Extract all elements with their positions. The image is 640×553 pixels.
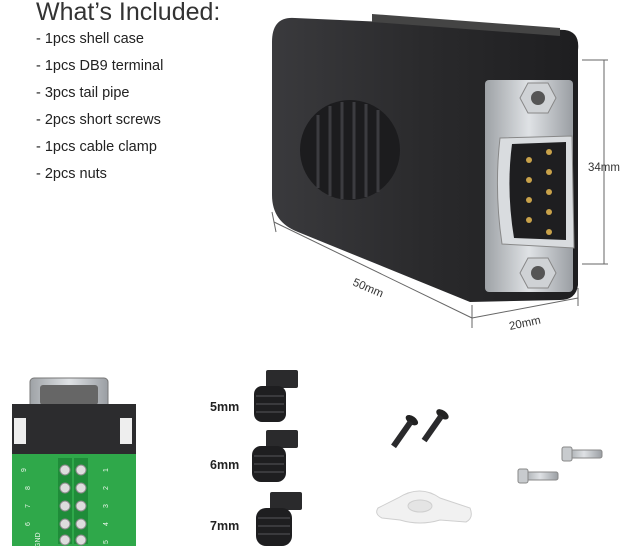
tail-pipe-6mm xyxy=(252,430,298,482)
standoff-top xyxy=(519,82,557,114)
standoff-bottom xyxy=(519,257,557,289)
pin-label: 8 xyxy=(25,486,32,490)
width-dimension-label: 20mm xyxy=(508,315,542,333)
pin-label: GND xyxy=(35,532,42,548)
pin-label: 6 xyxy=(25,522,32,526)
cable-clamp xyxy=(376,490,472,524)
included-items-list: - 1pcs shell case - 1pcs DB9 terminal - … xyxy=(36,26,163,188)
shell-case xyxy=(272,14,579,302)
page-title: What’s Included: xyxy=(36,0,221,26)
pin-label: 2 xyxy=(103,486,110,490)
dimension-lines xyxy=(271,59,608,328)
length-dimension-label: 50mm xyxy=(351,277,385,301)
pin-label: 1 xyxy=(103,468,110,472)
pin-label: 9 xyxy=(21,468,28,472)
tail-pipe-label: 6mm xyxy=(210,458,239,472)
pin-label: 7 xyxy=(25,504,32,508)
grip-pad xyxy=(300,100,400,200)
short-screws xyxy=(391,409,449,449)
tail-pipe-7mm xyxy=(256,492,302,546)
db9-pins xyxy=(526,149,552,235)
list-item: - 1pcs cable clamp xyxy=(36,139,157,155)
tail-pipe-label: 5mm xyxy=(210,400,239,414)
height-dimension-label: 34mm xyxy=(588,162,620,174)
list-item: - 2pcs nuts xyxy=(36,166,107,182)
pin-label: 3 xyxy=(103,504,110,508)
pin-label: 5 xyxy=(103,540,110,544)
db9-terminal: 9 8 7 6 GND 1 2 3 4 5 xyxy=(12,377,136,548)
pin-label: 4 xyxy=(103,522,110,526)
list-item: - 3pcs tail pipe xyxy=(36,85,130,101)
list-item: - 2pcs short screws xyxy=(36,112,161,128)
list-item: - 1pcs DB9 terminal xyxy=(36,58,164,74)
tail-pipe-5mm xyxy=(254,370,298,422)
tail-pipe-label: 7mm xyxy=(210,519,239,533)
list-item: - 1pcs shell case xyxy=(36,31,144,47)
nuts xyxy=(517,446,603,484)
